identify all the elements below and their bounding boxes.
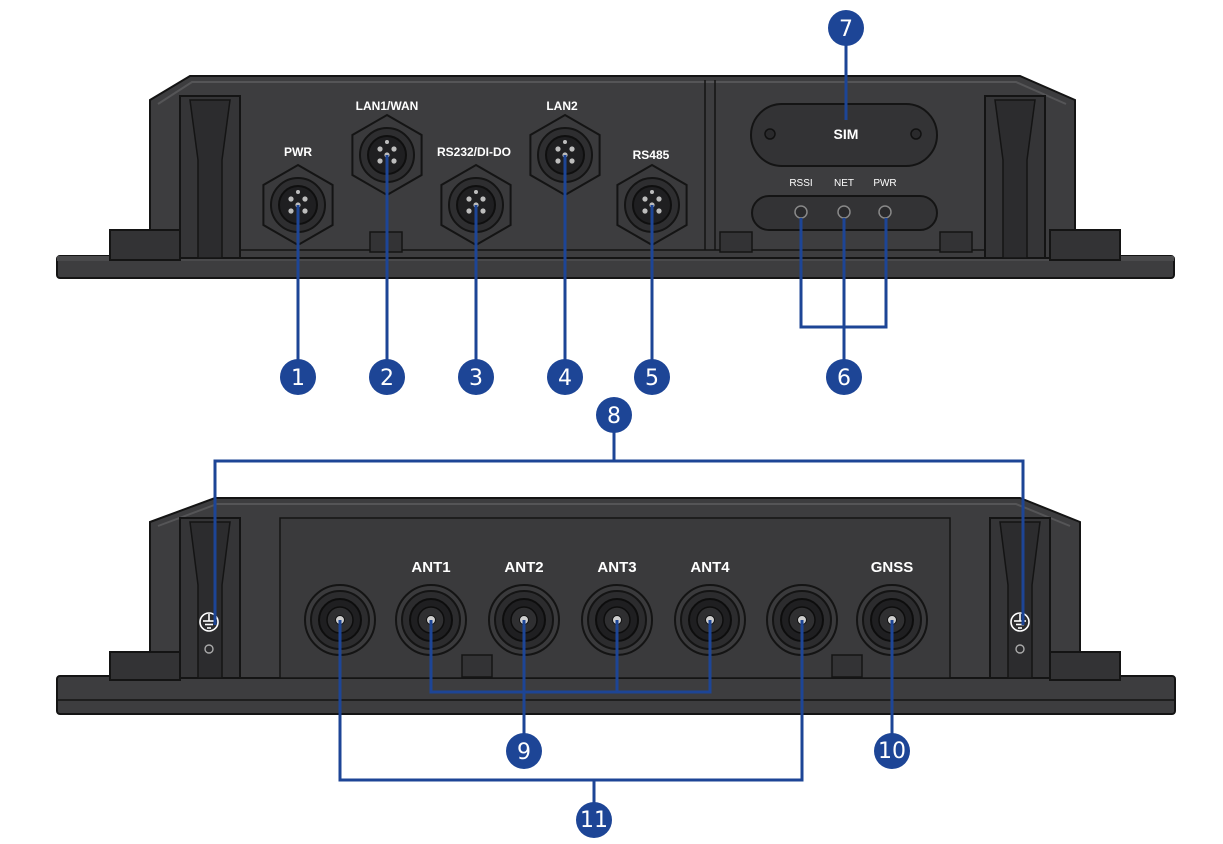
callout-10: 10 bbox=[874, 733, 910, 769]
callout-number: 4 bbox=[558, 366, 572, 391]
antenna-label-gnss: GNSS bbox=[871, 559, 914, 576]
rear-leader-lines bbox=[213, 430, 1025, 805]
antenna-label-ant1: ANT1 bbox=[411, 559, 450, 576]
front-panel: PWR LAN1/WAN RS232/DI-DO LAN2 RS485 SIM … bbox=[56, 75, 1175, 279]
callout-6: 6 bbox=[826, 359, 862, 395]
front-leader-lines bbox=[296, 45, 888, 360]
callout-number: 10 bbox=[878, 739, 906, 764]
callout-number: 3 bbox=[469, 366, 483, 391]
antenna-label-ant3: ANT3 bbox=[597, 559, 636, 576]
antenna-label-ant2: ANT2 bbox=[504, 559, 543, 576]
port-label-pwr: PWR bbox=[284, 145, 312, 159]
callout-number: 9 bbox=[517, 740, 531, 765]
port-label-rs485: RS485 bbox=[633, 148, 670, 162]
rear-panel: ANT1 ANT2 ANT3 ANT4 GNSS bbox=[56, 497, 1176, 715]
port-label-rs232: RS232/DI-DO bbox=[437, 145, 511, 159]
callout-7: 7 bbox=[828, 10, 864, 46]
port-label-lan1-wan: LAN1/WAN bbox=[356, 99, 419, 113]
sim-label: SIM bbox=[834, 126, 859, 142]
callout-2: 2 bbox=[369, 359, 405, 395]
led-label-net: NET bbox=[834, 178, 854, 189]
callout-number: 1 bbox=[291, 366, 305, 391]
led-label-rssi: RSSI bbox=[789, 178, 812, 189]
led-pwr bbox=[878, 205, 892, 219]
callout-number: 11 bbox=[580, 808, 608, 833]
ground-icon bbox=[199, 612, 219, 654]
callout-3: 3 bbox=[458, 359, 494, 395]
callout-5: 5 bbox=[634, 359, 670, 395]
led-label-pwr: PWR bbox=[873, 178, 896, 189]
callout-4: 4 bbox=[547, 359, 583, 395]
callout-number: 5 bbox=[645, 366, 659, 391]
callout-number: 6 bbox=[837, 366, 851, 391]
callout-11: 11 bbox=[576, 802, 612, 838]
led-rssi bbox=[794, 205, 808, 219]
callout-9: 9 bbox=[506, 733, 542, 769]
callout-number: 8 bbox=[607, 404, 621, 429]
callout-8: 8 bbox=[596, 397, 632, 433]
callout-1: 1 bbox=[280, 359, 316, 395]
antenna-label-ant4: ANT4 bbox=[690, 559, 730, 576]
led-net bbox=[837, 205, 851, 219]
callout-number: 7 bbox=[839, 17, 853, 42]
led-strip: RSSI NET PWR bbox=[751, 178, 938, 231]
callout-number: 2 bbox=[380, 366, 394, 391]
sim-slot: SIM bbox=[750, 103, 938, 167]
port-label-lan2: LAN2 bbox=[546, 99, 578, 113]
